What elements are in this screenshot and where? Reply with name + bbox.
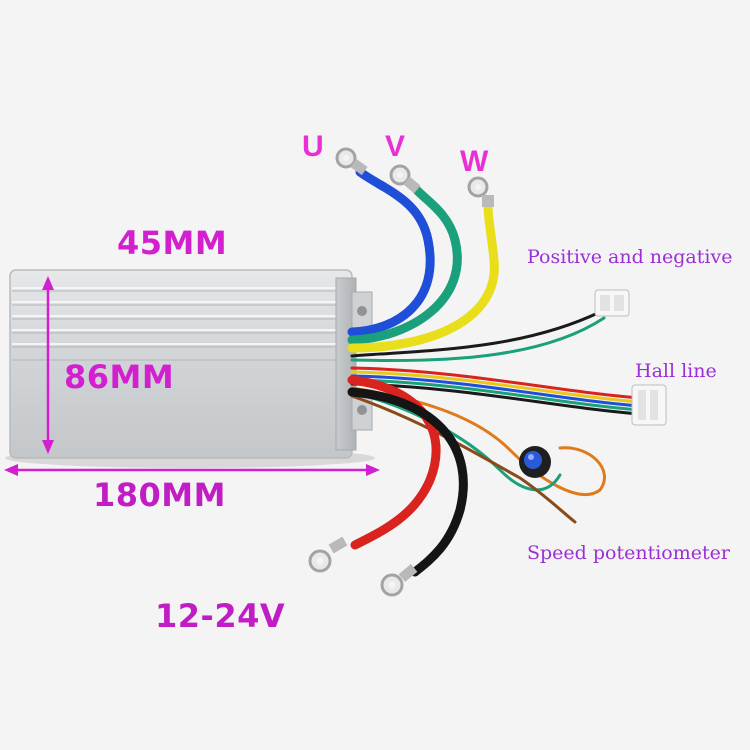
power-terminal-black xyxy=(380,564,418,597)
speed-potentiometer-knob xyxy=(519,446,551,478)
hall-wire-yellow xyxy=(350,370,642,404)
length-dimension-label: 180MM xyxy=(93,476,226,514)
phase-wire-u xyxy=(347,167,435,337)
heat-sink-fins xyxy=(12,287,348,345)
height-dimension-arrow xyxy=(42,276,54,454)
hall-wire-black xyxy=(350,382,642,416)
phase-terminal-v xyxy=(389,164,421,194)
phase-wire-w xyxy=(347,200,499,353)
speed-potentiometer-label: Speed potentiometer xyxy=(527,542,730,564)
pot-wire-brown xyxy=(350,394,577,524)
controller-housing xyxy=(9,269,373,459)
phase-v-label: V xyxy=(385,130,406,163)
hall-wire-blue xyxy=(350,374,642,408)
signal-wire-black xyxy=(350,310,602,358)
phase-terminal-w xyxy=(467,176,494,207)
voltage-label: 12-24V xyxy=(155,597,286,635)
hall-wire-red xyxy=(350,366,642,400)
width-dimension-label: 45MM xyxy=(117,224,228,262)
hall-wire-green xyxy=(350,378,642,412)
positive-negative-connector xyxy=(594,289,630,317)
length-dimension-arrow xyxy=(4,464,380,476)
hall-connector xyxy=(631,384,667,426)
hall-line-label: Hall line xyxy=(635,360,717,382)
phase-w-label: W xyxy=(460,145,489,178)
power-wire-red xyxy=(347,375,441,550)
phase-terminal-u xyxy=(335,147,368,176)
power-wire-black xyxy=(347,387,468,577)
phase-u-label: U xyxy=(302,130,324,163)
signal-wire-green xyxy=(350,316,606,362)
phase-wire-v xyxy=(347,183,462,345)
height-dimension-label: 86MM xyxy=(64,358,175,396)
positive-negative-label: Positive and negative xyxy=(527,246,733,268)
power-terminal-red xyxy=(308,536,348,573)
